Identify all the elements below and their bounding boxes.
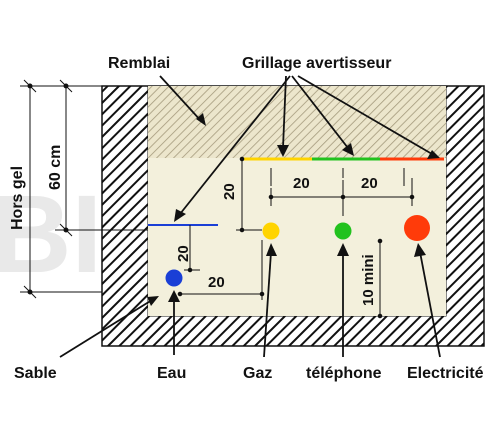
water-pipe (165, 269, 183, 287)
electricity-cable (404, 215, 430, 241)
watermark-text: BI (0, 173, 102, 296)
telephone-cable (334, 222, 352, 240)
sable-label: Sable (14, 365, 57, 382)
dimension-lines (177, 156, 415, 319)
depth-60-label: 60 cm (47, 145, 64, 190)
backfill-layer (148, 86, 446, 158)
dimension-mini: 10 mini (360, 254, 377, 306)
leader-lines (59, 75, 441, 358)
telephone-label: téléphone (306, 365, 382, 382)
dimension-gaz-depth: 20 (221, 183, 238, 200)
eau-label: Eau (157, 365, 186, 382)
grillage-label: Grillage avertisseur (242, 55, 391, 72)
gaz-label: Gaz (243, 365, 272, 382)
remblai-label: Remblai (108, 55, 170, 72)
dimension-eau-gaz: 20 (208, 274, 225, 291)
dimension-eau-depth: 20 (175, 245, 192, 262)
sand-layer (148, 158, 446, 316)
hors-gel-label: Hors gel (9, 166, 26, 230)
dimension-gaz-telephone: 20 (293, 175, 310, 192)
gas-pipe (262, 222, 280, 240)
electricite-label: Electricité (407, 365, 484, 382)
dimension-telephone-electricite: 20 (361, 175, 378, 192)
depth-dimension-lines (20, 79, 148, 299)
